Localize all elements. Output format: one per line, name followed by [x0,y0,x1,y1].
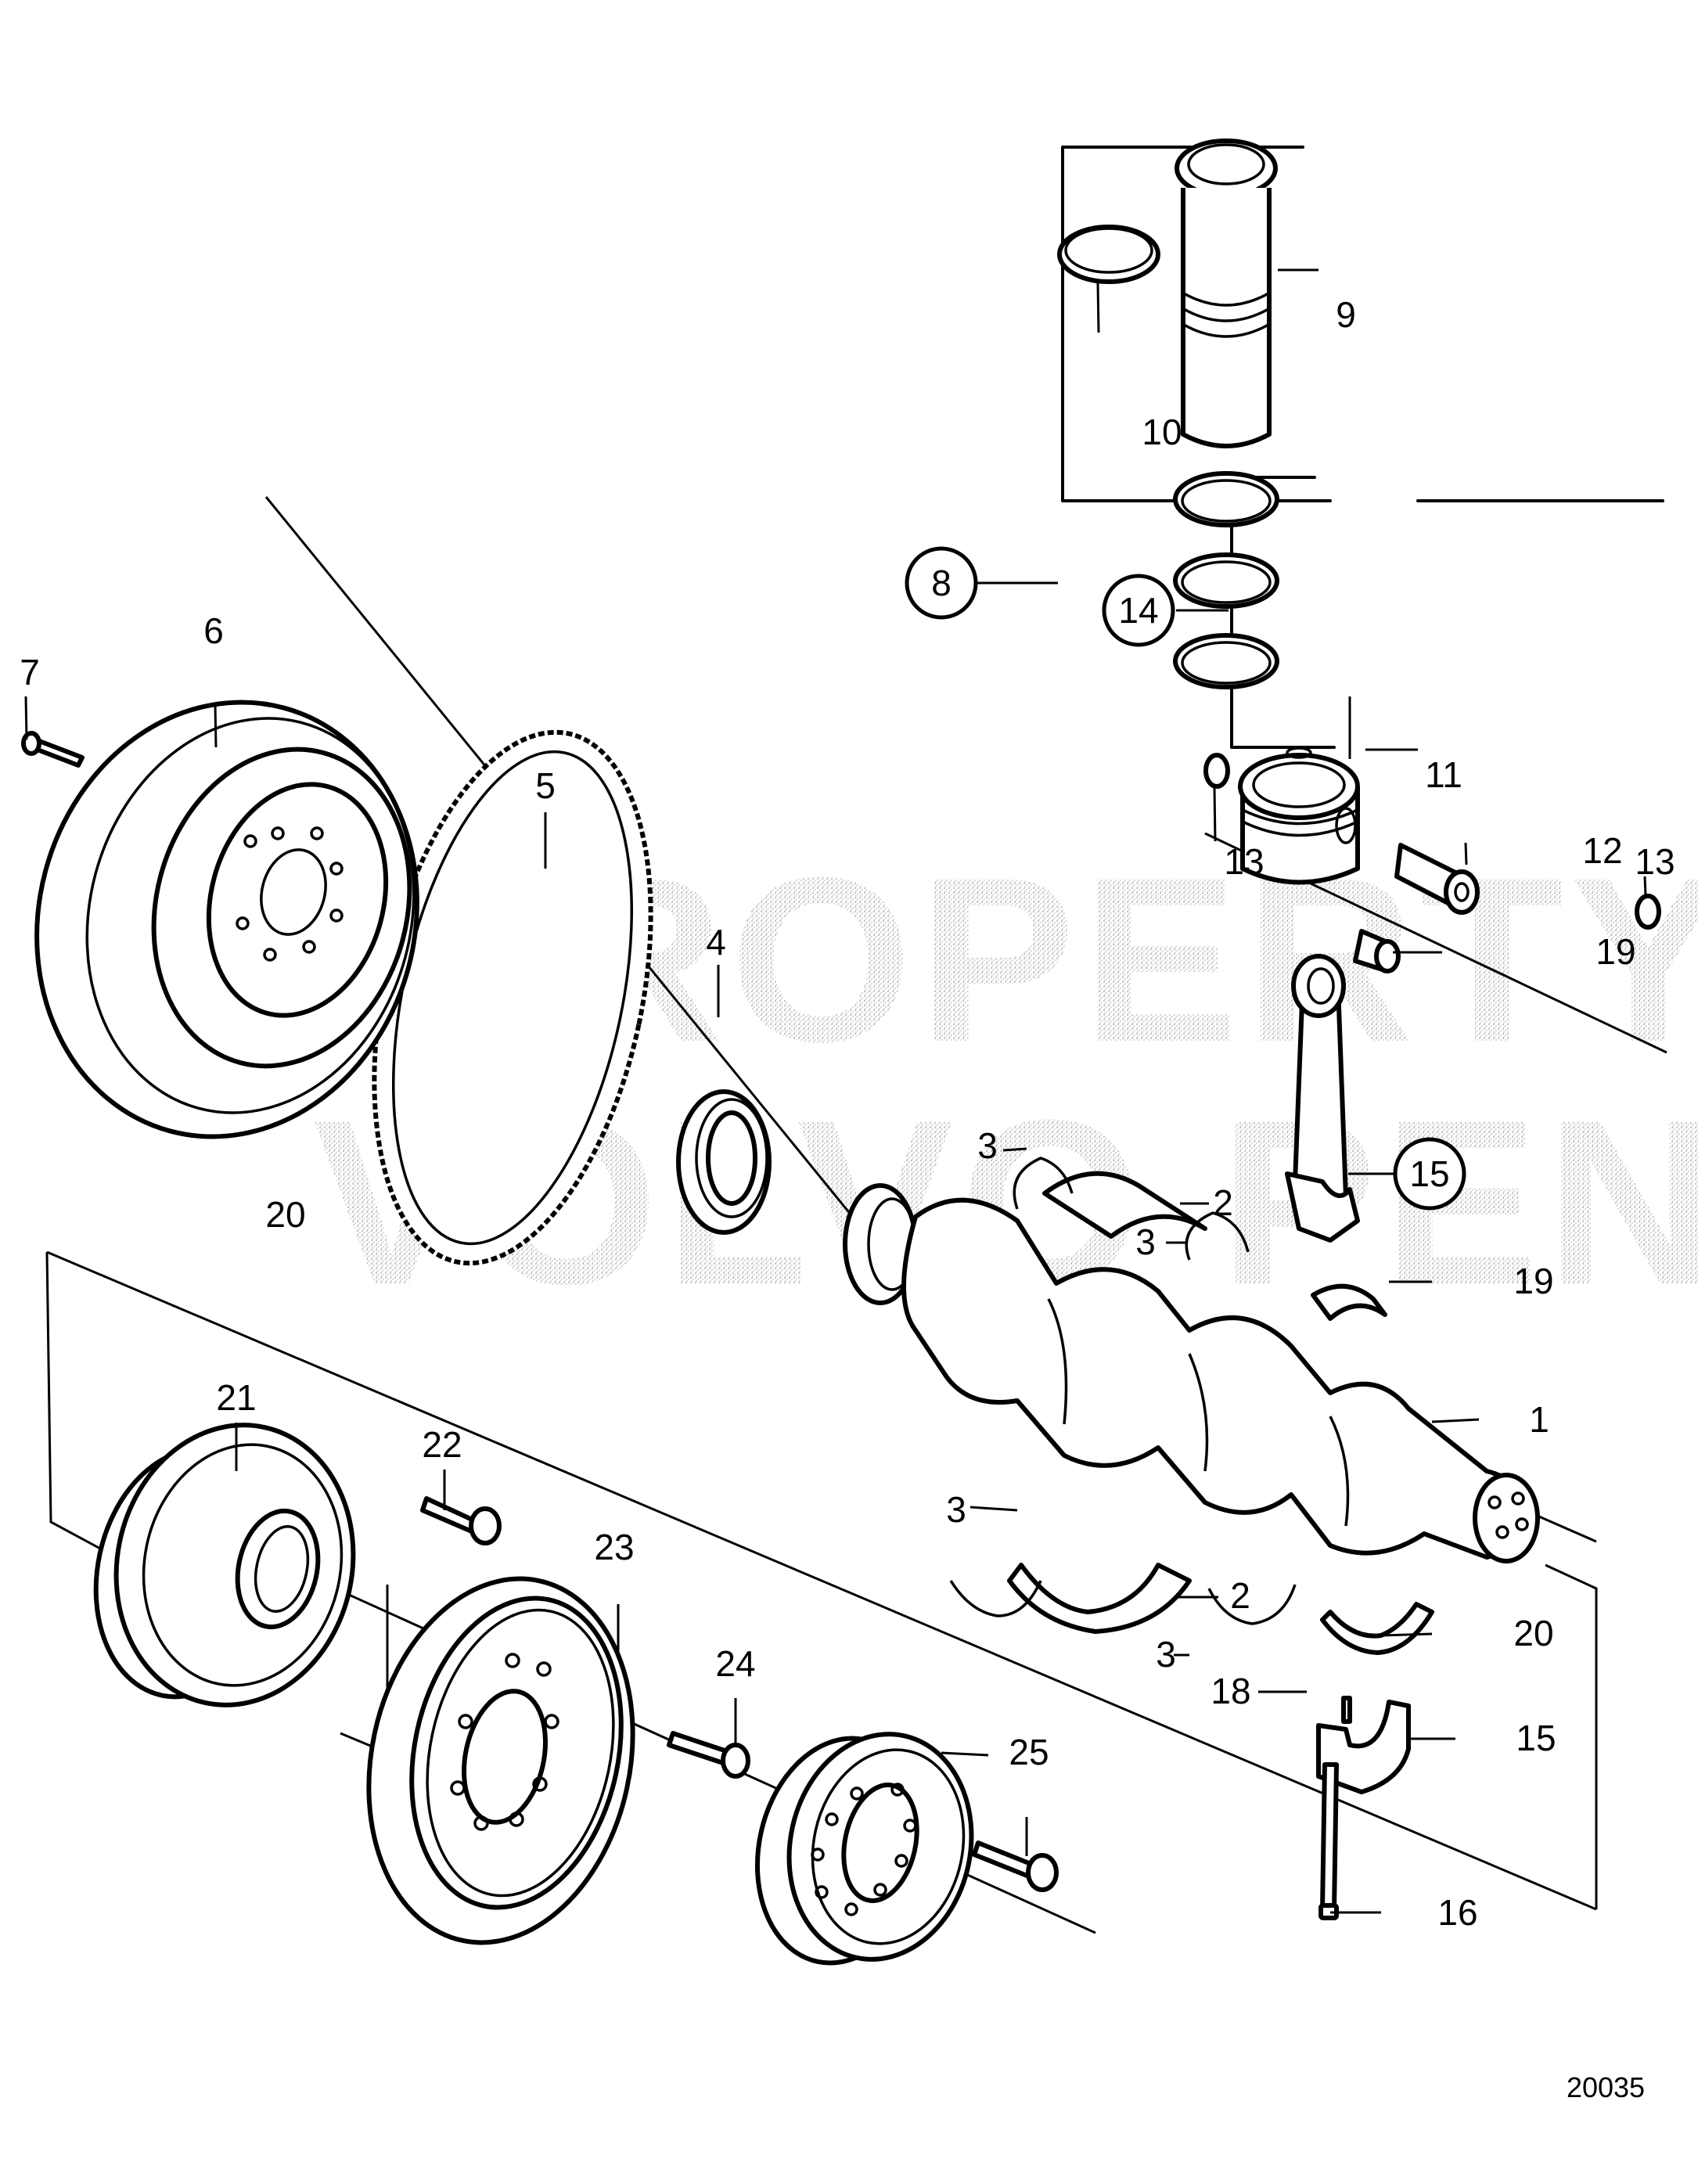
vibration-damper [366,1576,635,1945]
small-end-bushing [1353,929,1401,973]
callout-12[interactable]: 12 [1582,830,1622,871]
callout-15-rod-text: 15 [1409,1153,1449,1194]
connecting-rod [1285,954,1360,1243]
callout-3-c[interactable]: 3 [946,1489,966,1530]
callout-22[interactable]: 23 [594,1527,634,1567]
piston-pin [1394,843,1480,915]
callout-6[interactable]: 6 [203,610,224,651]
piston-rings [1173,471,1279,689]
circlips [1203,753,1661,930]
thrust-washer-1 [1013,1157,1074,1210]
callout-13-left[interactable]: 13 [1224,841,1264,882]
belt-pulley-bolt [972,1840,1059,1892]
callout-21[interactable]: 22 [422,1424,462,1465]
callout-11[interactable]: 11 [1425,754,1462,795]
crankshaft-pulley [93,1423,356,1707]
callout-20-pulley[interactable]: 21 [216,1377,256,1418]
big-end-upper [1311,1283,1387,1321]
callout-13-right[interactable]: 13 [1635,841,1675,882]
callout-5[interactable]: 5 [535,765,556,806]
callout-labels: 9 10 11 12 13 13 19 3 2 3 19 1 3 2 3 20 … [20,294,1675,1933]
piston [1238,747,1360,885]
callout-24[interactable]: 25 [1009,1732,1049,1772]
callout-8[interactable]: 8 [905,546,978,620]
flywheel [34,700,419,1139]
callout-20-ref[interactable]: 20 [265,1194,305,1235]
crankshaft [843,1183,1540,1563]
rod-cap-assembly [1316,1696,1411,1920]
callout-3-d[interactable]: 3 [1156,1634,1176,1675]
callout-14-text: 14 [1118,590,1158,631]
cylinder-kit-bracket [977,146,1664,585]
leader-lines [24,268,1647,1914]
callout-4[interactable]: 4 [706,922,726,962]
pulley-bolt [420,1496,502,1545]
callout-17[interactable]: 18 [1211,1671,1250,1711]
flywheel-bolt [21,731,85,768]
callout-19-b[interactable]: 20 [1513,1613,1553,1653]
piston-ring-bracket [1176,476,1336,749]
callout-16[interactable]: 16 [1437,1892,1477,1933]
big-end-lower [1320,1602,1434,1655]
callout-3-a[interactable]: 3 [977,1125,998,1166]
thrust-washer-4 [1207,1584,1297,1625]
bearing-shells [949,1157,1434,1655]
callout-15-cap[interactable]: 15 [1516,1718,1556,1758]
callout-15-rod[interactable]: 15 [1393,1137,1466,1211]
callout-10[interactable]: 10 [1142,412,1182,452]
callout-7[interactable]: 7 [20,652,40,693]
callout-1[interactable]: 1 [1529,1399,1549,1440]
callout-23[interactable]: 24 [715,1643,755,1684]
thrust-washer-3 [949,1580,1042,1617]
liner-seal-ring [1057,225,1160,284]
callout-9[interactable]: 9 [1336,294,1356,335]
callout-19-a[interactable]: 19 [1513,1261,1553,1301]
callout-2-b[interactable]: 2 [1230,1575,1250,1616]
callout-2-a[interactable]: 2 [1213,1182,1233,1223]
callout-3-b[interactable]: 3 [1135,1222,1156,1262]
callout-14[interactable]: 14 [1102,574,1175,647]
rear-seal [676,1089,772,1235]
main-bearing-upper [1042,1171,1207,1239]
callout-8-text: 8 [931,563,952,603]
damper-bolt [667,1731,750,1779]
figure-number: 20035 [1567,2071,1645,2103]
callout-18[interactable]: 19 [1595,931,1635,972]
cylinder-liner [1175,139,1278,448]
main-bearing-lower [1007,1563,1192,1634]
belt-pulley [754,1732,974,1966]
